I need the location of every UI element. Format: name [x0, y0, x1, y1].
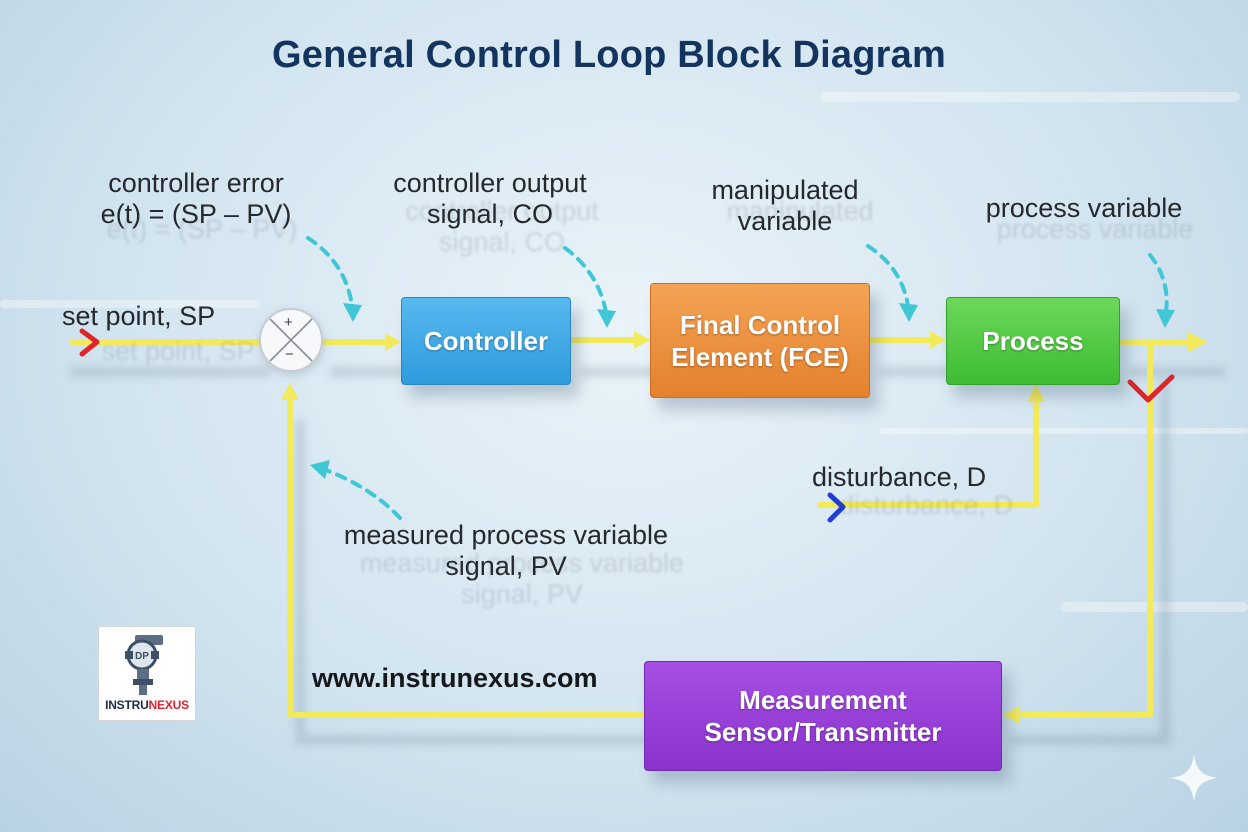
label-line: e(t) = (SP – PV)	[100, 199, 292, 229]
label-reflection: disturbance, D	[836, 490, 1016, 521]
pointer-error	[306, 236, 354, 307]
label-reflection: e(t) = (SP – PV)	[92, 214, 312, 245]
measurement-sensor-block: Measurement Sensor/Transmitter	[644, 661, 1002, 771]
logo-wordmark: INSTRUNEXUS	[99, 698, 195, 712]
background-streak	[0, 300, 260, 308]
pointer-co	[563, 246, 608, 314]
pv-feedback-to-sensor	[1019, 339, 1153, 718]
summing-junction	[259, 308, 325, 376]
pointer-measured	[324, 468, 402, 520]
label-line: signal, CO	[426, 199, 554, 229]
arrowhead-to-sensor	[1002, 706, 1020, 724]
pointer-arrows	[306, 236, 1169, 520]
label-process-variable: process variable	[985, 193, 1183, 223]
controller-label: Controller	[423, 326, 549, 356]
website-url: www.instrunexus.com	[312, 663, 598, 693]
sensor-label-line: Measurement	[739, 685, 907, 715]
label-reflection-line: signal, CO	[438, 227, 566, 257]
background-streak	[1060, 602, 1248, 612]
setpoint-red-chevron	[79, 328, 100, 357]
label-reflection-line: e(t) = (SP – PV)	[106, 214, 298, 244]
label-reflection: process variable	[985, 214, 1205, 245]
signal-lines	[69, 337, 1193, 718]
arrowhead-to-controller	[385, 333, 401, 351]
label-reflection-line: disturbance, D	[838, 490, 1014, 520]
arrowhead-to-junction	[281, 383, 299, 400]
label-line: signal, PV	[445, 551, 567, 581]
label-controller-error: controller error e(t) = (SP – PV)	[86, 168, 306, 230]
instrunexus-logo: DP INSTRUNEXUS	[98, 626, 196, 721]
wire-shadows	[70, 367, 1225, 745]
sparkle-icon	[1170, 754, 1218, 802]
pointer-arrowheads	[310, 303, 1175, 479]
junction-plus-sign: +	[284, 314, 293, 331]
logo-badge: DP	[135, 651, 149, 662]
sensor-to-junction-line	[287, 395, 647, 718]
arrowhead-to-fce	[634, 331, 650, 349]
label-line: controller error	[108, 168, 284, 198]
label-line: measured process variable	[343, 520, 669, 550]
label-reflection-line: measured process variable	[359, 548, 685, 578]
label-set-point: set point, SP	[62, 301, 216, 331]
label-line: manipulated	[711, 175, 859, 205]
label-line: controller output	[393, 168, 587, 198]
arrowhead-to-process	[930, 331, 946, 349]
disturbance-line	[817, 397, 1039, 508]
background-streak	[820, 92, 1240, 102]
logo-name-part1: INSTRU	[105, 698, 149, 712]
background-streak	[880, 428, 1248, 434]
label-reflection-line: manipulated	[726, 196, 874, 226]
fce-label-line: Final Control	[679, 309, 841, 340]
signal-arrowheads	[281, 331, 1208, 724]
logo-name-part2: NEXUS	[148, 698, 190, 712]
label-reflection: manipulated	[715, 196, 885, 227]
label-manipulated-variable: manipulated variable	[700, 175, 870, 237]
label-reflection: measured process variable signal, PV	[352, 548, 692, 610]
fce-label-line: Element (FCE)	[671, 341, 849, 372]
label-controller-output: controller output signal, CO	[378, 168, 602, 230]
arrowhead-disturbance	[1027, 384, 1045, 402]
disturbance-blue-chevron	[827, 492, 846, 523]
final-control-element-block: Final Control Element (FCE)	[650, 283, 870, 398]
pv-red-checkmark	[1127, 374, 1175, 403]
label-reflection-line: process variable	[996, 214, 1194, 244]
process-label: Process	[982, 326, 1084, 356]
junction-minus-sign: −	[285, 346, 294, 363]
process-block: Process	[946, 297, 1120, 385]
label-reflection-line: set point, SP	[101, 336, 255, 366]
label-line: variable	[737, 206, 833, 236]
pointer-mv	[866, 244, 910, 308]
arrowhead-pv-out	[1188, 332, 1208, 352]
diagram-title: General Control Loop Block Diagram	[271, 34, 946, 76]
sensor-label-line: Sensor/Transmitter	[704, 717, 942, 747]
controller-block: Controller	[401, 297, 571, 385]
transmitter-icon: DP	[125, 635, 163, 695]
pointer-pv	[1148, 253, 1169, 314]
label-reflection-line: signal, PV	[461, 579, 583, 609]
label-disturbance: disturbance, D	[812, 462, 987, 492]
label-measured-pv: measured process variable signal, PV	[330, 520, 682, 582]
label-reflection: controller output signal, CO	[392, 196, 612, 258]
label-reflection-line: controller output	[405, 196, 599, 226]
label-reflection: set point, SP	[88, 336, 268, 367]
